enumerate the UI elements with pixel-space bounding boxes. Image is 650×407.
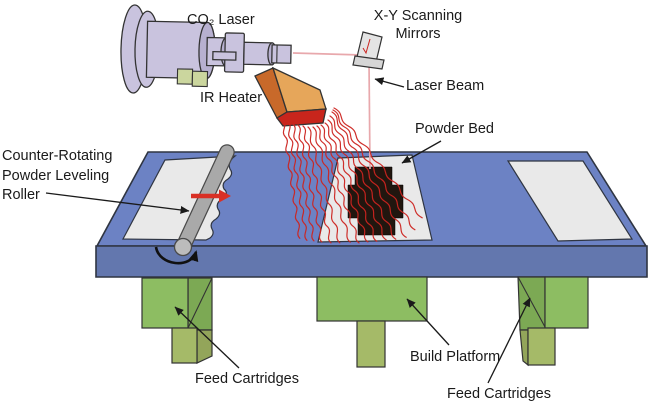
- laser-beam-horizontal: [292, 52, 363, 56]
- ir-heater: [254, 66, 327, 127]
- heat-wave: [292, 123, 315, 242]
- label-feed-cartridges-left: Feed Cartridges: [195, 371, 299, 387]
- heat-wave: [333, 107, 423, 219]
- xy-scanning-mirror: [352, 31, 385, 70]
- heat-wave: [287, 121, 308, 241]
- platform-housing: [316, 276, 428, 322]
- heat-wave: [297, 124, 323, 243]
- label-roller-line3: Roller: [2, 187, 40, 203]
- heat-wave: [320, 124, 369, 243]
- label-powder-bed: Powder Bed: [415, 121, 494, 137]
- feed-cartridge-left: [141, 277, 213, 364]
- co2-laser-assembly: [120, 4, 292, 94]
- label-feed-cartridges-right: Feed Cartridges: [447, 386, 551, 402]
- mirror-beam-mark: [362, 38, 371, 55]
- counter-rotation-arrow: [154, 246, 199, 265]
- heat-wave: [316, 125, 360, 244]
- heat-waves: [282, 107, 423, 244]
- label-roller-line2: Powder Leveling: [2, 168, 109, 184]
- cartridge-front-face: [544, 276, 589, 329]
- feed-powder-area-right: [506, 160, 634, 242]
- laser-tip-nozzle: [271, 44, 292, 64]
- laser-connector-box-2: [191, 70, 209, 88]
- feed-left-pointer-line: [174, 306, 240, 369]
- machine-table-front: [95, 245, 648, 278]
- piston-front-face: [171, 327, 198, 364]
- powder-bed-pointer-line: [401, 140, 442, 164]
- cartridge-edge: [517, 276, 546, 328]
- laser-beam-pointer-line: [374, 77, 405, 88]
- sintered-part: [347, 166, 404, 236]
- label-xy-mirrors-line2: Mirrors: [395, 26, 440, 42]
- heat-wave: [332, 109, 416, 231]
- heat-wave: [302, 125, 332, 244]
- build-platform-pointer-line: [406, 298, 450, 346]
- cartridge-front-face: [141, 277, 189, 329]
- laser-connector-box-1: [176, 68, 194, 85]
- laser-beam-vertical: [368, 60, 371, 170]
- heat-wave: [324, 122, 378, 242]
- label-xy-mirrors-line1: X-Y Scanning: [374, 8, 462, 24]
- heat-wave: [282, 119, 301, 239]
- roller-body: [176, 145, 234, 254]
- label-roller-line1: Counter-Rotating: [2, 148, 112, 164]
- heat-wave: [329, 115, 397, 240]
- heat-wave: [331, 111, 407, 238]
- label-laser-beam: Laser Beam: [406, 78, 484, 94]
- heat-wave: [327, 119, 387, 241]
- piston-side-face: [519, 329, 529, 367]
- piston-front-face: [527, 327, 556, 366]
- powder-leveling-roller: [154, 144, 235, 265]
- platform-piston: [356, 320, 386, 368]
- feed-cartridge-right: [517, 276, 589, 367]
- label-co2-laser: CO₂ Laser: [187, 12, 255, 28]
- roller-pointer-line: [45, 192, 190, 214]
- spread-direction-arrowhead: [219, 189, 231, 203]
- feed-right-pointer-line: [487, 297, 531, 384]
- laser-collar-notch: [212, 50, 237, 61]
- cartridge-edge: [187, 277, 213, 329]
- mirror-bracket: [352, 55, 385, 70]
- heat-wave: [307, 126, 341, 244]
- heater-bottom-face: [276, 108, 327, 127]
- roller-end-cap: [173, 237, 193, 257]
- label-build-platform: Build Platform: [410, 349, 500, 365]
- heat-wave: [312, 126, 351, 243]
- label-ir-heater: IR Heater: [200, 90, 262, 106]
